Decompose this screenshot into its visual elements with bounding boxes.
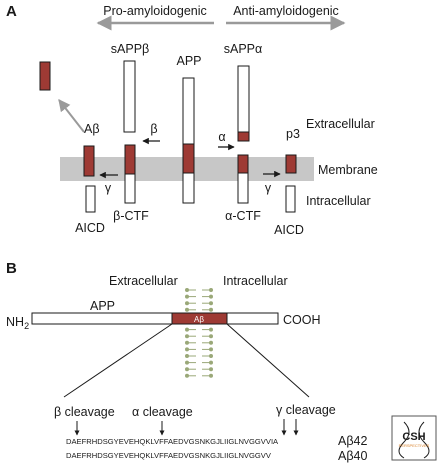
abeta-label: Aβ (84, 122, 100, 136)
lipid-head (209, 327, 213, 332)
lipid-head (185, 354, 189, 358)
aicd-left-fragment (85, 185, 96, 213)
nh2-text: NH (6, 315, 24, 329)
app-intracellular-domain (182, 172, 195, 204)
nh2-label: NH2 (6, 315, 29, 331)
lipid-head (185, 373, 189, 378)
extracellular-label-b: Extracellular (109, 274, 178, 288)
sappa-red-tip (237, 131, 250, 142)
sappb-fragment (123, 60, 136, 133)
dna-helix-icon-strand (418, 421, 430, 459)
lipid-head (185, 294, 189, 299)
app-label: APP (176, 54, 201, 68)
lipid-head (209, 334, 213, 339)
alpha-cleavage-label: α cleavage (132, 405, 193, 419)
cooh-label: COOH (283, 313, 321, 327)
lipid-head (209, 367, 213, 372)
beta-ctf-label: β-CTF (113, 209, 149, 223)
dna-helix-icon (398, 421, 410, 459)
panel-b-label: B (6, 260, 17, 277)
abeta-membrane-fragment (83, 145, 95, 177)
lipid-head (185, 347, 189, 352)
expansion-line-left (63, 323, 173, 398)
gamma-left-label: γ (105, 181, 112, 195)
alpha-label: α (218, 130, 225, 144)
lipid-head (185, 360, 189, 365)
alpha-ctf-label: α-CTF (225, 209, 261, 223)
csh-perspectives-logo: CSH PERSPECTIVES (391, 415, 437, 461)
lipid-head (185, 301, 189, 306)
beta-label: β (150, 122, 157, 136)
lipid-head (185, 334, 189, 339)
released-abeta-fragment (39, 61, 51, 91)
p3-fragment (285, 154, 297, 174)
abeta42-label: Aβ42 (338, 434, 367, 448)
app-sequence-bar (31, 312, 279, 325)
abeta40-label: Aβ40 (338, 449, 367, 463)
abeta42-sequence: DAEFRHDSGYEVEHQKLVFFAEDVGSNKGJLIIGLNVGGV… (66, 437, 279, 446)
lipid-head (185, 367, 189, 372)
lipid-head (209, 354, 213, 358)
gamma-cleavage-label: γ cleavage (276, 403, 336, 417)
aicd-right-fragment (285, 185, 296, 213)
extracellular-label: Extracellular (306, 117, 375, 131)
app-label-b: APP (90, 299, 115, 313)
lipid-head (185, 307, 189, 312)
aicd-right-label: AICD (274, 223, 304, 237)
logo-subtext: PERSPECTIVES (399, 443, 430, 448)
gamma-right-label: γ (265, 181, 272, 195)
nh2-subscript: 2 (24, 321, 29, 331)
intracellular-label-b: Intracellular (223, 274, 288, 288)
alpha-ctf-red-segment (237, 154, 249, 174)
app-extracellular-domain (182, 77, 195, 145)
membrane-label: Membrane (318, 163, 378, 177)
lipid-head (209, 347, 213, 352)
panel-a-label: A (6, 3, 17, 20)
expansion-line-right (226, 323, 310, 398)
lipid-head (185, 340, 189, 345)
lipid-head (209, 340, 213, 345)
sappb-label: sAPPβ (111, 42, 149, 56)
abeta-release-arrow (58, 99, 85, 133)
lipid-head (209, 301, 213, 306)
lipid-bilayer (185, 288, 213, 378)
lipid-head (209, 373, 213, 378)
beta-cleavage-label: β cleavage (54, 405, 115, 419)
sappa-label: sAPPα (224, 42, 263, 56)
intracellular-label: Intracellular (306, 194, 371, 208)
panel-a: A Pro-amyloidogenic Anti-amyloidogenic M… (6, 3, 378, 237)
abeta-domain-box (171, 312, 228, 325)
lipid-head (209, 288, 213, 292)
beta-ctf-fragment (124, 173, 136, 204)
beta-ctf-red-segment (124, 144, 136, 175)
pro-amyloidogenic-label: Pro-amyloidogenic (103, 4, 207, 18)
panel-b: B Extracellular Intracellular APP Aβ NH2… (6, 260, 367, 463)
lipid-head (185, 327, 189, 332)
app-abeta-region (182, 143, 195, 174)
sappa-fragment (237, 65, 250, 133)
abeta-domain-label: Aβ (194, 315, 204, 324)
abeta40-sequence: DAEFRHDSGYEVEHQKLVFFAEDVGSNKGJLIIGLNVGGV… (66, 451, 272, 460)
lipid-head (209, 360, 213, 365)
lipid-head (185, 288, 189, 292)
alpha-ctf-fragment (237, 172, 249, 204)
p3-label: p3 (286, 127, 300, 141)
anti-amyloidogenic-label: Anti-amyloidogenic (233, 4, 339, 18)
logo-text: CSH (402, 431, 425, 443)
aicd-left-label: AICD (75, 221, 105, 235)
lipid-head (209, 294, 213, 299)
lipid-head (209, 307, 213, 312)
